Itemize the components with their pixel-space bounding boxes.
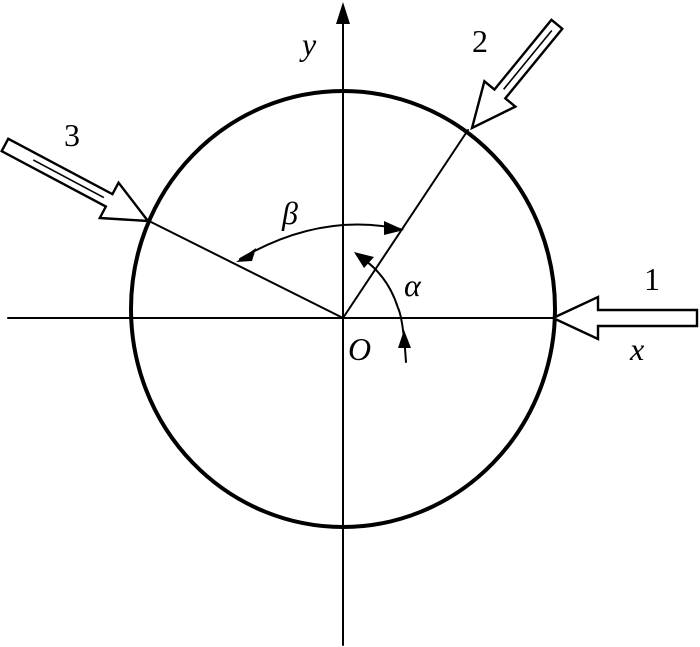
force-2-arrow [470,18,564,131]
force-1-label: 1 [644,261,660,297]
line-to-force-2 [342,129,469,319]
angle-beta-arc [239,223,401,260]
x-axis-label: x [629,331,644,367]
force-3-arrow [0,137,151,223]
angle-alpha-arrowhead [354,252,374,268]
angle-beta-arrowhead-right [384,221,404,235]
angle-beta-arrowhead-left [236,248,256,262]
y-axis-label: y [299,26,317,62]
force-3-label: 3 [64,117,80,153]
angle-alpha-start-arrowhead [398,330,411,348]
force-2-label: 2 [472,23,488,59]
force-1-arrow [550,295,699,341]
angle-beta-label: β [281,195,298,231]
angle-alpha-label: α [404,267,422,303]
line-to-force-3 [148,220,344,319]
origin-label: O [348,331,371,367]
y-axis-arrowhead [336,2,350,24]
circle [129,89,557,529]
